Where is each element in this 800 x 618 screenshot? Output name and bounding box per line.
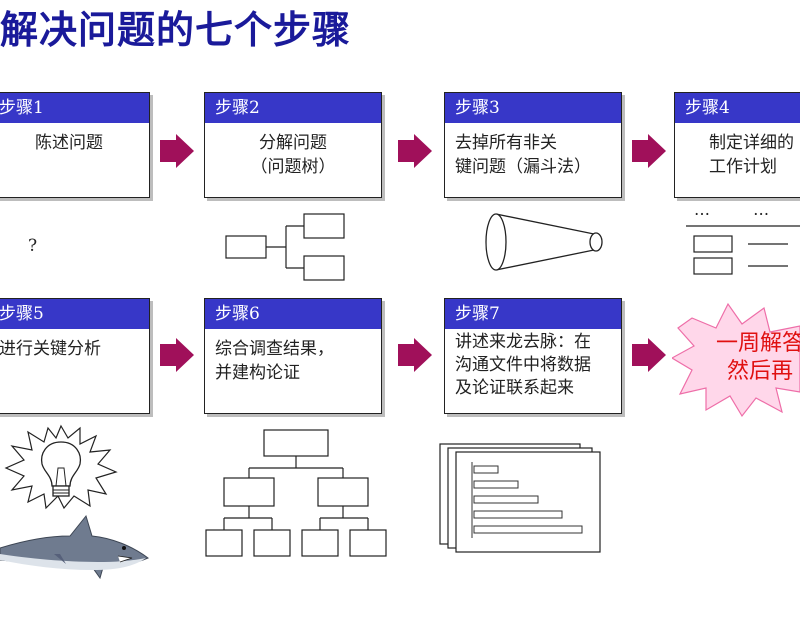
- tree-diagram-icon: [205, 429, 387, 557]
- step-2-box: 步骤2 分解问题 （问题树）: [204, 92, 382, 198]
- step-1-box: 步骤1 陈述问题: [0, 92, 150, 198]
- step-6-text: 综合调查结果， 并建构论证: [215, 339, 334, 383]
- chevron-arrow-icon: [632, 338, 666, 372]
- step-5-label: 步骤5: [0, 299, 149, 329]
- document-stack-icon: [439, 443, 601, 553]
- chevron-arrow-icon: [160, 134, 194, 168]
- step-1-text: 陈述问题: [35, 133, 103, 153]
- step-7-box: 步骤7 讲述来龙去脉：在 沟通文件中将数据 及论证联系起来: [444, 298, 622, 414]
- step-3-box: 步骤3 去掉所有非关 键问题（漏斗法）: [444, 92, 622, 198]
- step-3-text: 去掉所有非关 键问题（漏斗法）: [455, 133, 591, 177]
- burst-text: 一周解答 然后再: [715, 331, 800, 384]
- step-7-label: 步骤7: [445, 299, 621, 329]
- funnel-icon: [485, 213, 603, 271]
- step-4-text: 制定详细的 工作计划: [709, 133, 794, 177]
- plan-dots: … …: [694, 200, 770, 219]
- chevron-arrow-icon: [398, 338, 432, 372]
- step-5-box: 步骤5 进行关键分析: [0, 298, 150, 414]
- step-5-text: 进行关键分析: [0, 339, 101, 359]
- tree-diagram-icon: [225, 213, 345, 281]
- plan-dot-1: …: [694, 200, 711, 219]
- plan-dot-2: …: [753, 200, 771, 219]
- plan-list-icon: [686, 225, 800, 275]
- step-4-label: 步骤4: [675, 93, 800, 123]
- step-1-label: 步骤1: [0, 93, 149, 123]
- shark-icon: [0, 514, 149, 580]
- step-7-text: 讲述来龙去脉：在 沟通文件中将数据 及论证联系起来: [455, 332, 591, 398]
- step-3-label: 步骤3: [445, 93, 621, 123]
- chevron-arrow-icon: [398, 134, 432, 168]
- page-title: 解决问题的七个步骤: [0, 8, 352, 52]
- step-4-box: 步骤4 制定详细的 工作计划: [674, 92, 800, 198]
- step-6-label: 步骤6: [205, 299, 381, 329]
- question-mark: ?: [28, 236, 38, 256]
- starburst-icon: [672, 302, 800, 418]
- step-2-label: 步骤2: [205, 93, 381, 123]
- chevron-arrow-icon: [632, 134, 666, 168]
- chevron-arrow-icon: [160, 338, 194, 372]
- lightbulb-icon: [4, 424, 118, 510]
- step-6-box: 步骤6 综合调查结果， 并建构论证: [204, 298, 382, 414]
- step-2-text: 分解问题 （问题树）: [250, 133, 336, 177]
